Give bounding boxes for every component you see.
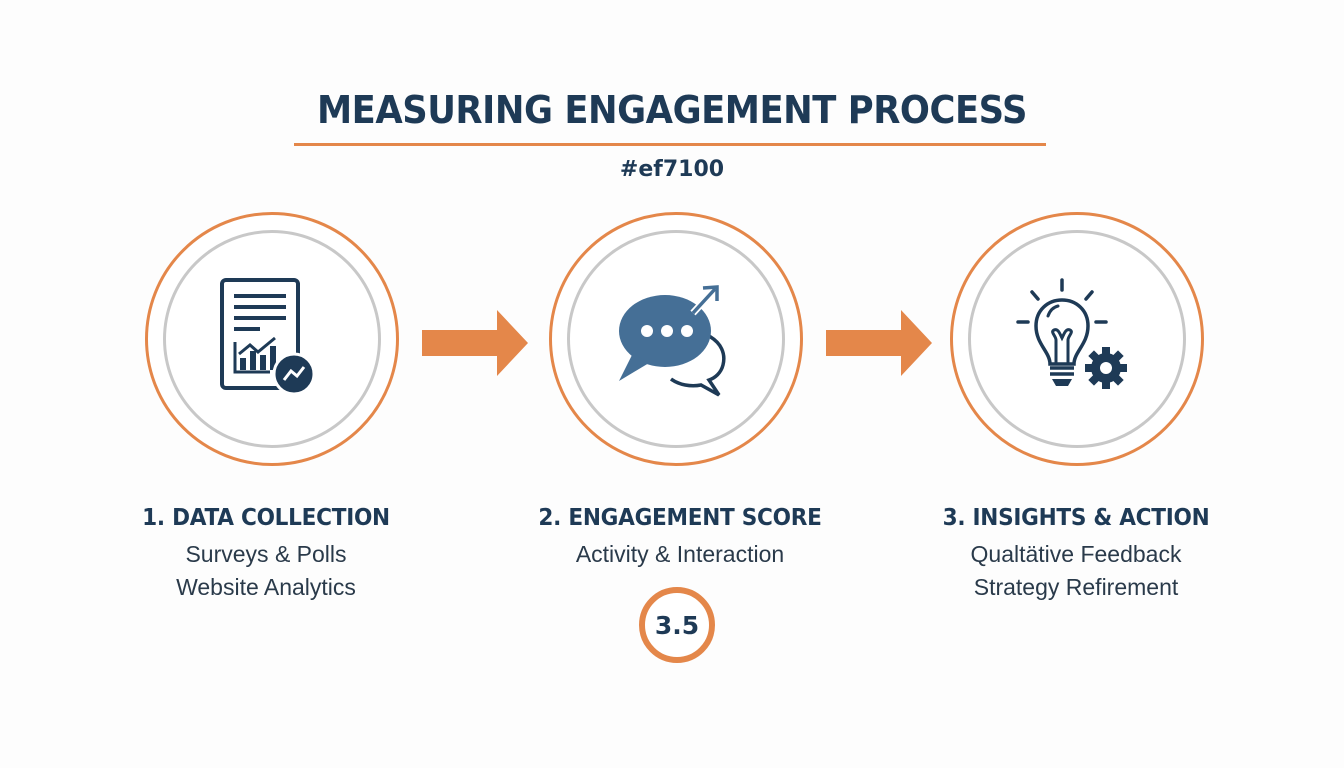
chat-bubbles-icon bbox=[619, 285, 726, 397]
step-3-line-1: Qualtätive Feedback bbox=[970, 541, 1182, 567]
step-2-circle bbox=[549, 212, 803, 466]
title-underline bbox=[294, 143, 1046, 146]
step-3-circle bbox=[950, 212, 1204, 466]
step-1-circle bbox=[145, 212, 399, 466]
engagement-score-badge: 3.5 bbox=[639, 587, 715, 663]
step-3-text: 3. INSIGHTS & ACTION Qualtätive Feedback… bbox=[896, 503, 1256, 604]
step-1-text: 1. DATA COLLECTION Surveys & Polls Websi… bbox=[86, 503, 446, 604]
report-chart-icon bbox=[220, 278, 316, 396]
arrow-right-icon bbox=[826, 310, 932, 376]
arrow-right-icon bbox=[422, 310, 528, 376]
step-1-line-1: Surveys & Polls bbox=[185, 541, 347, 567]
page-title: MEASURING ENGAGEMENT PROCESS bbox=[316, 88, 1028, 132]
step-2-inner-ring bbox=[567, 230, 785, 448]
step-1-line-2: Website Analytics bbox=[176, 574, 356, 600]
step-2-text: 2. ENGAGEMENT SCORE Activity & Interacti… bbox=[500, 503, 860, 571]
step-1-heading: 1. DATA COLLECTION bbox=[142, 505, 390, 531]
lightbulb-gear-icon bbox=[1016, 278, 1127, 389]
step-2-heading: 2. ENGAGEMENT SCORE bbox=[538, 505, 822, 531]
step-3-line-2: Strategy Refirement bbox=[973, 574, 1179, 600]
step-3-inner-ring bbox=[968, 230, 1186, 448]
step-3-heading: 3. INSIGHTS & ACTION bbox=[942, 505, 1210, 531]
step-2-line-1: Activity & Interaction bbox=[575, 541, 785, 567]
step-1-inner-ring bbox=[163, 230, 381, 448]
subtitle-color-code: #ef7100 bbox=[619, 157, 725, 182]
